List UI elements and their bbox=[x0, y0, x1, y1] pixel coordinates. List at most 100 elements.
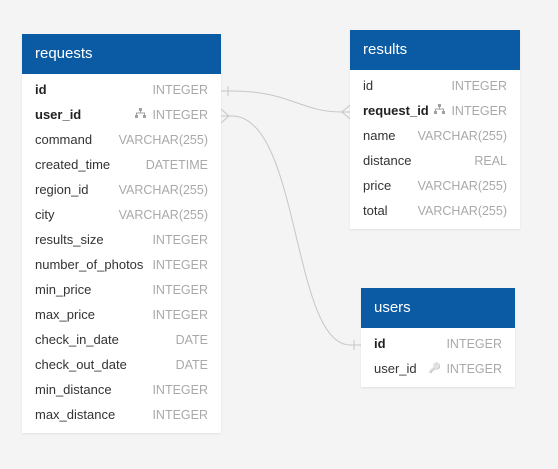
column-row[interactable]: user_id 🔑 INTEGER bbox=[361, 356, 515, 381]
column-type: VARCHAR(255) bbox=[119, 208, 208, 222]
column-type-label: VARCHAR(255) bbox=[118, 132, 208, 147]
column-row[interactable]: min_price INTEGER bbox=[22, 277, 221, 302]
column-name: region_id bbox=[35, 182, 89, 197]
column-name: min_price bbox=[35, 282, 92, 297]
many-marker-icon bbox=[220, 108, 230, 124]
column-type-label: INTEGER bbox=[152, 282, 208, 297]
column-name: min_distance bbox=[35, 382, 112, 397]
column-type-label: INTEGER bbox=[152, 382, 208, 397]
column-row[interactable]: max_distance INTEGER bbox=[22, 402, 221, 427]
column-type-label: INTEGER bbox=[152, 257, 208, 272]
column-name: user_id bbox=[374, 361, 417, 376]
column-type: REAL bbox=[474, 154, 507, 168]
column-type-label: DATETIME bbox=[145, 157, 208, 172]
column-type-label: VARCHAR(255) bbox=[417, 178, 507, 193]
column-name: check_out_date bbox=[35, 357, 127, 372]
column-type-label: INTEGER bbox=[446, 361, 502, 376]
column-name: city bbox=[35, 207, 55, 222]
column-type: INTEGER bbox=[152, 408, 208, 422]
column-row[interactable]: created_time DATETIME bbox=[22, 152, 221, 177]
column-name: results_size bbox=[35, 232, 104, 247]
column-name: id bbox=[35, 82, 47, 97]
column-row[interactable]: number_of_photos INTEGER bbox=[22, 252, 221, 277]
column-type: DATETIME bbox=[146, 158, 208, 172]
column-type-label: VARCHAR(255) bbox=[417, 203, 507, 218]
column-type-label: REAL bbox=[474, 153, 507, 168]
column-type: DATE bbox=[176, 358, 208, 372]
column-name: max_distance bbox=[35, 407, 116, 422]
column-name: number_of_photos bbox=[35, 257, 144, 272]
column-name: max_price bbox=[35, 307, 95, 322]
column-row[interactable]: id INTEGER bbox=[350, 73, 520, 98]
column-type-label: VARCHAR(255) bbox=[118, 182, 208, 197]
table-title[interactable]: users bbox=[361, 288, 515, 328]
relation-icon bbox=[134, 108, 146, 121]
column-row[interactable]: price VARCHAR(255) bbox=[350, 173, 520, 198]
column-type: INTEGER bbox=[152, 283, 208, 297]
column-type: VARCHAR(255) bbox=[119, 133, 208, 147]
column-row[interactable]: id INTEGER bbox=[361, 331, 515, 356]
column-row[interactable]: results_size INTEGER bbox=[22, 227, 221, 252]
column-row[interactable]: request_id INTEGER bbox=[350, 98, 520, 123]
column-row[interactable]: user_id INTEGER bbox=[22, 102, 221, 127]
column-type: INTEGER bbox=[152, 83, 208, 97]
column-row[interactable]: max_price INTEGER bbox=[22, 302, 221, 327]
column-type-label: INTEGER bbox=[152, 107, 208, 122]
column-row[interactable]: name VARCHAR(255) bbox=[350, 123, 520, 148]
column-row[interactable]: min_distance INTEGER bbox=[22, 377, 221, 402]
column-type-label: DATE bbox=[175, 332, 208, 347]
column-row[interactable]: total VARCHAR(255) bbox=[350, 198, 520, 223]
column-row[interactable]: city VARCHAR(255) bbox=[22, 202, 221, 227]
column-type: INTEGER bbox=[134, 108, 208, 122]
column-name: user_id bbox=[35, 107, 82, 122]
column-type-label: INTEGER bbox=[451, 78, 507, 93]
column-name: check_in_date bbox=[35, 332, 119, 347]
many-marker-icon bbox=[341, 104, 351, 120]
column-name: price bbox=[363, 178, 392, 193]
column-type-label: INTEGER bbox=[451, 103, 507, 118]
column-name: name bbox=[363, 128, 396, 143]
column-row[interactable]: check_out_date DATE bbox=[22, 352, 221, 377]
column-type: VARCHAR(255) bbox=[418, 204, 507, 218]
column-name: request_id bbox=[363, 103, 429, 118]
column-type-label: INTEGER bbox=[152, 407, 208, 422]
column-row[interactable]: check_in_date DATE bbox=[22, 327, 221, 352]
column-type: DATE bbox=[176, 333, 208, 347]
column-name: command bbox=[35, 132, 93, 147]
column-type: 🔑 INTEGER bbox=[428, 362, 502, 376]
relationship-requests-users[interactable] bbox=[220, 108, 361, 350]
column-name: created_time bbox=[35, 157, 111, 172]
column-name: id bbox=[374, 336, 386, 351]
column-name: id bbox=[363, 78, 374, 93]
column-type: INTEGER bbox=[433, 104, 507, 118]
relationship-requests-results[interactable] bbox=[221, 86, 351, 120]
column-type: INTEGER bbox=[152, 308, 208, 322]
column-type-label: INTEGER bbox=[152, 82, 208, 97]
column-type: INTEGER bbox=[446, 337, 502, 351]
column-name: total bbox=[363, 203, 388, 218]
column-type-label: VARCHAR(255) bbox=[417, 128, 507, 143]
column-type: INTEGER bbox=[451, 79, 507, 93]
column-row[interactable]: region_id VARCHAR(255) bbox=[22, 177, 221, 202]
column-type: INTEGER bbox=[152, 233, 208, 247]
column-row[interactable]: command VARCHAR(255) bbox=[22, 127, 221, 152]
table-title[interactable]: requests bbox=[22, 34, 221, 74]
column-type-label: INTEGER bbox=[446, 336, 502, 351]
column-row[interactable]: distance REAL bbox=[350, 148, 520, 173]
column-type: VARCHAR(255) bbox=[418, 129, 507, 143]
column-type: INTEGER bbox=[152, 383, 208, 397]
table-title[interactable]: results bbox=[350, 30, 520, 70]
column-type-label: VARCHAR(255) bbox=[118, 207, 208, 222]
key-icon: 🔑 bbox=[428, 363, 441, 374]
relation-icon bbox=[433, 104, 445, 117]
column-type: VARCHAR(255) bbox=[119, 183, 208, 197]
column-row[interactable]: id INTEGER bbox=[22, 77, 221, 102]
column-name: distance bbox=[363, 153, 412, 168]
